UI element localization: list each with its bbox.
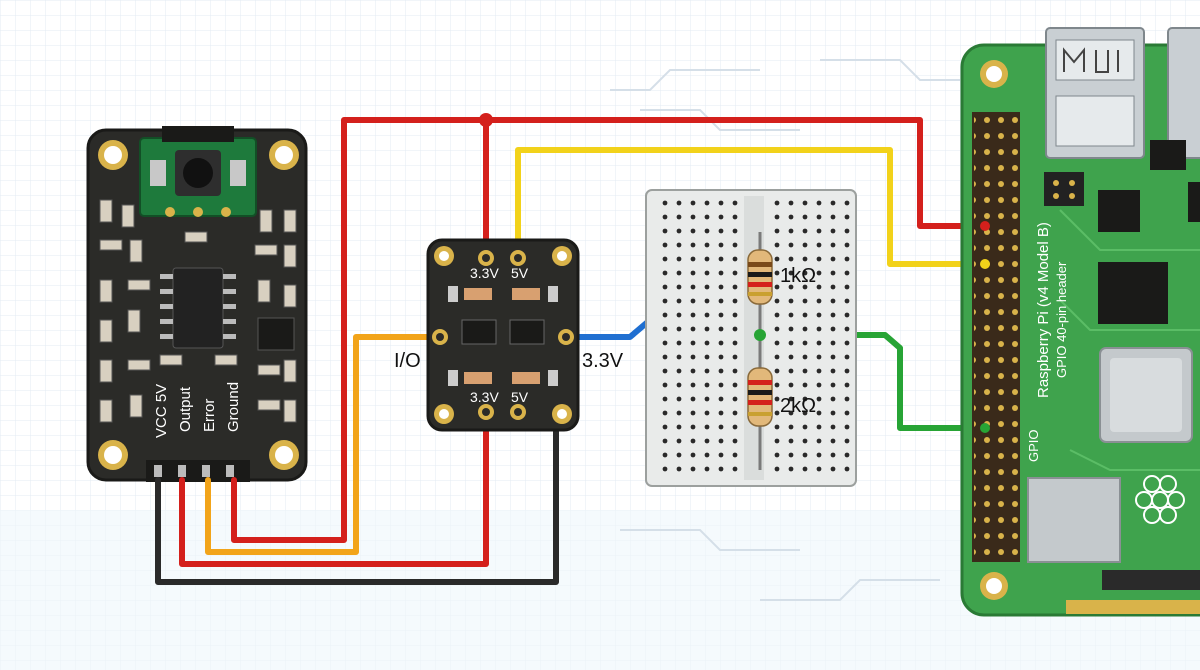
raspberry-pi-board[interactable]: Raspberry Pi (v4 Model B) GPIO 40-pin he… <box>960 27 1200 617</box>
sensor-board[interactable]: VCC 5V Output Error Ground <box>86 126 308 482</box>
resistor-1k <box>747 249 773 305</box>
wire-black-ground[interactable] <box>155 407 559 585</box>
wire-yellow-5v[interactable] <box>515 147 988 267</box>
mount-hole <box>980 60 1008 600</box>
sensor-pin-header[interactable] <box>146 460 250 482</box>
pi-components <box>1027 140 1200 614</box>
shifter-label-top-5v: 5V <box>511 265 529 281</box>
pi-pin-green <box>980 423 990 433</box>
resistor-2k-label: 2kΩ <box>780 395 816 417</box>
sensor-pin-label-output: Output <box>177 386 194 432</box>
wire-red-output[interactable] <box>179 407 489 567</box>
shifter-components <box>448 286 558 386</box>
divider-junction <box>754 329 766 341</box>
breadboard-holes-right <box>768 196 852 480</box>
wire-yellow-error[interactable] <box>205 334 443 555</box>
breadboard-holes-left <box>656 196 740 480</box>
sensor-pin-label-error: Error <box>201 399 218 432</box>
pi-pin-yellow <box>980 259 990 269</box>
sensor-pin-label-vcc: VCC 5V <box>153 384 170 438</box>
shifter-label-bottom-3v3: 3.3V <box>470 389 499 405</box>
label-3v3-right: 3.3V <box>582 350 624 372</box>
resistor-1k-label: 1kΩ <box>780 265 816 287</box>
wire-junction-red <box>479 113 493 127</box>
smd-components <box>99 199 297 423</box>
raspberry-logo-icon <box>1135 475 1185 524</box>
pi-gpio-label: GPIO <box>1026 429 1041 462</box>
ic-chip <box>160 267 236 349</box>
voltage-regulator <box>257 317 295 351</box>
shifter-label-bottom-5v: 5V <box>511 389 529 405</box>
level-shifter-board[interactable]: 3.3V 5V 3.3V 5V <box>426 238 580 432</box>
background-traces <box>610 59 960 601</box>
label-io: I/O <box>394 350 421 372</box>
sensor-pin-label-ground: Ground <box>225 382 242 432</box>
pi-header-label: GPIO 40-pin header <box>1054 261 1069 378</box>
mount-hole <box>98 140 299 470</box>
pi-board-label: Raspberry Pi (v4 Model B) <box>1035 222 1052 398</box>
usb-port <box>1045 27 1200 159</box>
wire-red-vcc[interactable] <box>231 117 988 543</box>
gpio-header[interactable] <box>972 112 1020 562</box>
resistor-2k <box>747 367 773 427</box>
mount-hole <box>434 246 572 424</box>
shifter-label-top-3v3: 3.3V <box>470 265 499 281</box>
shifter-pads[interactable] <box>432 250 574 420</box>
pi-traces <box>1059 209 1200 471</box>
breadboard[interactable] <box>645 189 857 487</box>
pi-pin-red <box>980 221 990 231</box>
ir-sensor-module <box>139 126 257 217</box>
